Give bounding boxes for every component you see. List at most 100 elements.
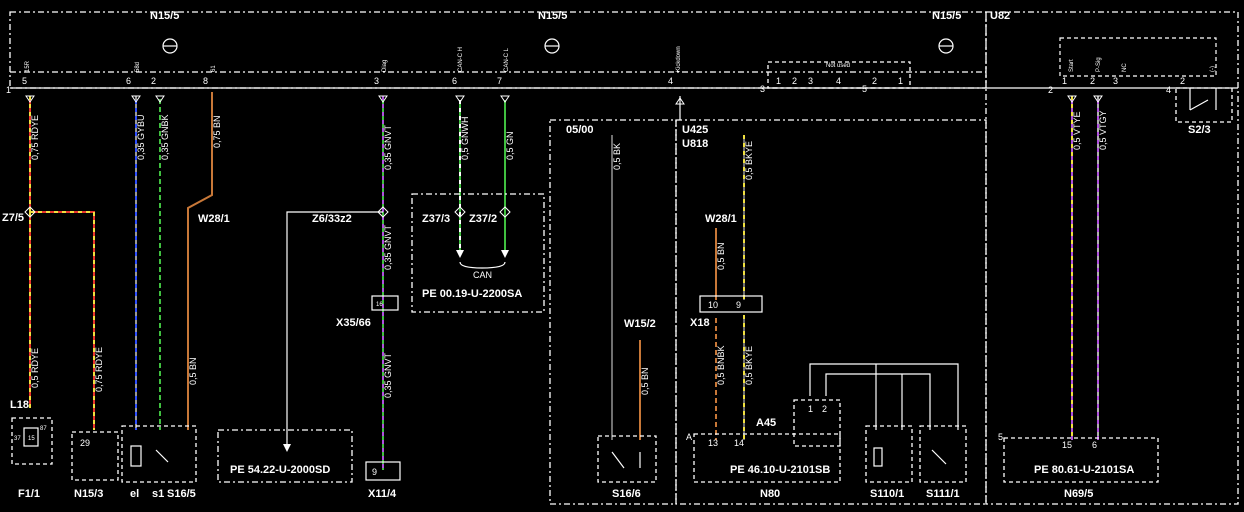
pin-number: 4 (1166, 85, 1171, 95)
pin-triangle-icon (25, 95, 1103, 105)
ground-icon (544, 38, 560, 54)
pin-number: 3 (808, 76, 813, 86)
not-used-connector (767, 61, 911, 89)
component-label: F1/1 (18, 488, 40, 500)
fuse-pin: 37 (14, 436, 21, 442)
component-label: W15/2 (624, 318, 656, 330)
component-label: S16/5 (167, 488, 196, 500)
wire-label: 0,5 BNBK (716, 345, 726, 385)
ground-icon (162, 38, 178, 54)
pin-number: 2 (1048, 85, 1053, 95)
pin-number: 5 (22, 76, 27, 86)
n69-5-box (1003, 437, 1159, 483)
pin-number: A (686, 432, 692, 442)
pin-name: CAN-C L (504, 47, 510, 72)
wire-label: 0,5 VTYE (1072, 111, 1082, 150)
fuse-pin: 87 (40, 426, 47, 432)
s111-1-box (919, 425, 967, 483)
component-label: X11/4 (368, 488, 397, 500)
f1-1-fuse (11, 417, 53, 465)
wire-label: 0,5 BN (716, 242, 726, 270)
pin-name: 61 (211, 65, 217, 72)
s16-6-box (597, 435, 657, 483)
pin-name: Diag (382, 60, 388, 72)
n80-box (693, 433, 841, 483)
pin-number: 14 (734, 438, 744, 448)
pin-number: 2 (1180, 76, 1185, 86)
pin-name: 58d (135, 62, 141, 72)
reference-pe: PE 46.10-U-2101SB (730, 464, 830, 476)
wire-label: 0,5 RDYE (30, 348, 40, 388)
module-label-n15-5-a: N15/5 (150, 10, 179, 22)
can-label: CAN (473, 270, 492, 280)
component-label: Z37/3 (422, 213, 450, 225)
wire-label: 0,35 GYBU (136, 114, 146, 160)
pin-number: 5 (998, 432, 1003, 442)
wire-label: 0,5 BN (640, 367, 650, 395)
s2-3-switch (1175, 87, 1233, 123)
wire-label: 0,5 BKYE (744, 346, 754, 385)
reference-pe: PE 80.61-U-2101SA (1034, 464, 1134, 476)
module-label-n15-5-b: N15/5 (538, 10, 567, 22)
component-label: Z6/33z2 (312, 213, 352, 225)
wire-label: 0,35 GNVT (383, 124, 393, 170)
component-label: N80 (760, 488, 780, 500)
reference-pe: PE 54.22-U-2000SD (230, 464, 330, 476)
wire-diag-branch (286, 211, 383, 450)
a45-box (793, 399, 841, 447)
pin-number: 3 (374, 76, 379, 86)
splice-icon (24, 206, 511, 218)
wire-label: 0,35 GNBK (160, 114, 170, 160)
pin-number: 1 (1062, 76, 1067, 86)
wire-label: 0,35 GNVT (383, 352, 393, 398)
x18-connector (699, 295, 763, 313)
wire-label: 0,5 GN (505, 131, 515, 160)
pin-number: 4 (668, 76, 673, 86)
wire-rdye-z7-branch (30, 211, 95, 430)
pin-name: Start (1069, 59, 1075, 72)
component-label: Z7/5 (2, 212, 24, 224)
pin-number: 1 (808, 404, 813, 414)
pin-number: 9 (736, 300, 741, 310)
component-label: S111/1 (926, 488, 960, 500)
component-label: W28/1 (705, 213, 737, 225)
component-label: N15/3 (74, 488, 103, 500)
pin-number: 7 (497, 76, 502, 86)
component-label: X18 (690, 317, 710, 329)
component-label: S16/6 (612, 488, 641, 500)
wire-label: 0,75 RDYE (30, 115, 40, 160)
component-label: S2/3 (1188, 124, 1211, 136)
wire-label: 0,5 BK (612, 143, 622, 170)
wire-label: 0,5 BKYE (744, 141, 754, 180)
component-label: N69/5 (1064, 488, 1093, 500)
pin-number: 2 (792, 76, 797, 86)
region-u425 (675, 119, 987, 505)
pin-number: 3 (1113, 76, 1118, 86)
pin-name: P-Sig (1096, 57, 1102, 72)
x11-4-connector (365, 461, 401, 481)
pin-name: Kickdown (676, 46, 682, 72)
component-label: s1 (152, 488, 164, 500)
s16-5-box (121, 425, 197, 483)
wire-label: 0,75 BN (212, 115, 222, 148)
wire-label: 0,35 GNVT (383, 224, 393, 270)
pin-number: 10 (708, 300, 718, 310)
pin-name: (-) (1210, 66, 1216, 72)
pin-number: 16 (376, 302, 383, 308)
component-label: U425 (682, 124, 708, 136)
pe-54-box (217, 429, 353, 483)
pin-number: 1 (776, 76, 781, 86)
pin-number: 6 (126, 76, 131, 86)
pin-number: 29 (80, 438, 90, 448)
wire-label: 0,75 RDYE (94, 347, 104, 392)
wire-bn-w28 (187, 92, 213, 430)
pin-number: 15 (1062, 440, 1072, 450)
pin-number: 3 (760, 84, 765, 94)
s110-1-box (865, 425, 913, 483)
fuse-pin: 15 (28, 436, 35, 442)
wire-label: 0,5 VTGY (1098, 110, 1108, 150)
component-label: Z37/2 (469, 213, 497, 225)
component-label: W28/1 (198, 213, 230, 225)
reference-pe: PE 00.19-U-2200SA (422, 288, 522, 300)
